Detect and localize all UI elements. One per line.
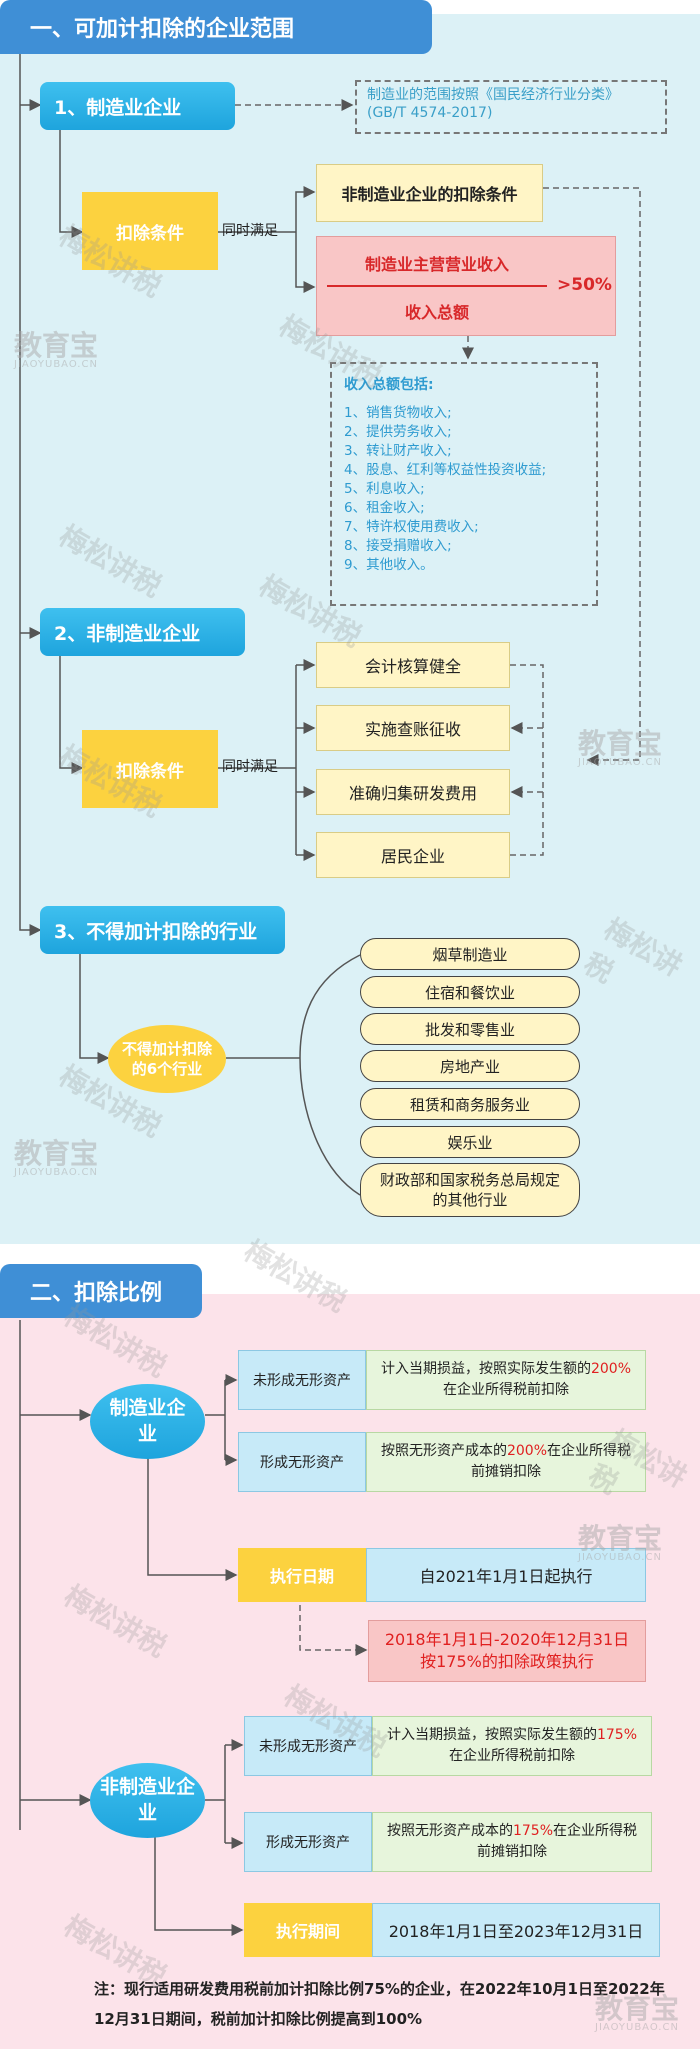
income-item: 3、转让财产收入; [344, 443, 452, 459]
logo-sub: JIAOYUBAO.CN [14, 1167, 98, 1178]
logo-sub: JIAOYUBAO.CN [595, 2022, 679, 2033]
income-item: 6、租金收入; [344, 500, 425, 516]
nonmfg-deduct-condition: 扣除条件 [82, 730, 218, 808]
mfg-intangible-desc-a: 按照无形资产成本的 [380, 1443, 507, 1459]
mfg-scope-note: 制造业的范围按照《国民经济行业分类》(GB/T 4574-2017) [355, 80, 667, 134]
mfg-deduct-condition: 扣除条件 [82, 192, 218, 270]
mfg-no-intangible-text: 计入当期损益，按照实际发生额的200% 在企业所得税前扣除 [377, 1359, 635, 1401]
nonmfg-simul-label: 同时满足 [222, 759, 278, 775]
nonmfg-condition-box: 非制造业企业的扣除条件 [316, 164, 543, 222]
nonmfg-no-intangible-desc-a: 计入当期损益，按照实际发生额的 [386, 1727, 597, 1743]
mfg-exec-date-value: 自2021年1月1日起执行 [366, 1548, 646, 1602]
mfg-scope-text: 制造业的范围按照《国民经济行业分类》(GB/T 4574-2017) [367, 87, 619, 122]
nonmfg-condition-item: 准确归集研发费用 [316, 769, 510, 815]
mfg-simul-label: 同时满足 [222, 223, 278, 239]
logo-sub: JIAOYUBAO.CN [578, 1552, 662, 1563]
excluded-group-label: 不得加计扣除的6个行业 [108, 1025, 226, 1093]
logo-text: 教育宝 [595, 1992, 680, 2025]
logo-text: 教育宝 [14, 1137, 99, 1170]
section1-title: 一、可加计扣除的企业范围 [0, 0, 432, 54]
nonmfg-exec-period-value: 2018年1月1日至2023年12月31日 [372, 1903, 660, 1957]
ratio-denominator: 收入总额 [404, 303, 469, 322]
mfg-intangible-desc-b: 在企业所得税前摊销扣除 [471, 1443, 632, 1480]
mfg-exec-date-label: 执行日期 [238, 1548, 366, 1602]
income-list-box: 收入总额包括: 1、销售货物收入; 2、提供劳务收入; 3、转让财产收入; 4、股息、… [330, 362, 598, 606]
nonmfg-no-intangible: 未形成无形资产 [244, 1716, 372, 1776]
mfg-no-intangible-pct: 200% [590, 1361, 632, 1377]
income-item: 1、销售货物收入; [344, 405, 452, 421]
nonmfg-intangible: 形成无形资产 [244, 1812, 372, 1872]
nonmfg-intangible-desc: 按照无形资产成本的175%在企业所得税前摊销扣除 [372, 1812, 652, 1872]
logo-text: 教育宝 [14, 329, 99, 362]
income-title: 收入总额包括: [344, 377, 434, 393]
excluded-industry-item: 租赁和商务服务业 [360, 1088, 580, 1120]
mfg-no-intangible-desc: 计入当期损益，按照实际发生额的200% 在企业所得税前扣除 [366, 1350, 646, 1410]
nonmfg-no-intangible-text: 计入当期损益，按照实际发生额的175% 在企业所得税前扣除 [383, 1725, 641, 1767]
mfg-no-intangible: 未形成无形资产 [238, 1350, 366, 1410]
mfg-intangible-desc: 按照无形资产成本的200%在企业所得税前摊销扣除 [366, 1432, 646, 1492]
nonmfg-intangible-desc-a: 按照无形资产成本的 [386, 1823, 513, 1839]
ratio-threshold: >50% [557, 275, 612, 295]
mfg-no-intangible-desc-b: 在企业所得税前扣除 [443, 1382, 569, 1398]
nonmfg-condition-item: 实施查账征收 [316, 705, 510, 751]
mfg-ratio-node: 制造业企业 [90, 1384, 205, 1459]
income-item: 9、其他收入。 [344, 557, 434, 573]
logo-text: 教育宝 [578, 727, 663, 760]
footnote: 注：现行适用研发费用税前加计扣除比例75%的企业，在2022年10月1日至202… [94, 1980, 665, 2028]
nonmfg-enterprise-label: 2、非制造业企业 [40, 608, 245, 656]
nonmfg-no-intangible-desc-b: 在企业所得税前扣除 [449, 1748, 575, 1764]
excluded-industry-item: 住宿和餐饮业 [360, 976, 580, 1008]
income-item: 5、利息收入; [344, 481, 425, 497]
mfg-intangible-text: 按照无形资产成本的200%在企业所得税前摊销扣除 [377, 1441, 635, 1483]
mfg-intangible-pct: 200% [506, 1443, 548, 1459]
section2-title: 二、扣除比例 [0, 1264, 202, 1318]
mfg-no-intangible-desc-a: 计入当期损益，按照实际发生额的 [380, 1361, 591, 1377]
income-item: 4、股息、红利等权益性投资收益; [344, 462, 547, 478]
nonmfg-ratio-node: 非制造业企业 [90, 1763, 205, 1838]
excluded-industry-item: 财政部和国家税务总局规定的其他行业 [360, 1163, 580, 1217]
nonmfg-condition-item: 会计核算健全 [316, 642, 510, 688]
excluded-industry-item: 批发和零售业 [360, 1013, 580, 1045]
logo-text: 教育宝 [578, 1522, 663, 1555]
excluded-industry-item: 房地产业 [360, 1050, 580, 1082]
ratio-numerator: 制造业主营营业收入 [364, 255, 509, 274]
excluded-industry-item: 烟草制造业 [360, 938, 580, 970]
logo-sub: JIAOYUBAO.CN [14, 359, 98, 370]
logo-sub: JIAOYUBAO.CN [578, 757, 662, 768]
income-item: 8、接受捐赠收入; [344, 538, 452, 554]
mfg-intangible: 形成无形资产 [238, 1432, 366, 1492]
mfg-prior-period: 2018年1月1日-2020年12月31日 按175%的扣除政策执行 [368, 1620, 646, 1682]
mfg-prior-line1: 2018年1月1日-2020年12月31日 [384, 1629, 630, 1649]
nonmfg-intangible-pct: 175% [512, 1823, 554, 1839]
mfg-enterprise-label: 1、制造业企业 [40, 82, 235, 130]
income-item: 2、提供劳务收入; [344, 424, 452, 440]
nonmfg-condition-item: 居民企业 [316, 832, 510, 878]
nonmfg-no-intangible-pct: 175% [596, 1727, 638, 1743]
nonmfg-exec-period-label: 执行期间 [244, 1903, 372, 1957]
mfg-prior-line2: 按175%的扣除政策执行 [420, 1652, 594, 1671]
nonmfg-no-intangible-desc: 计入当期损益，按照实际发生额的175% 在企业所得税前扣除 [372, 1716, 652, 1776]
excluded-industry-item: 娱乐业 [360, 1126, 580, 1158]
nonmfg-intangible-text: 按照无形资产成本的175%在企业所得税前摊销扣除 [383, 1821, 641, 1863]
nonmfg-intangible-desc-b: 在企业所得税前摊销扣除 [477, 1823, 638, 1860]
income-item: 7、特许权使用费收入; [344, 519, 479, 535]
ratio-divider [327, 285, 547, 287]
excluded-industries-label: 3、不得加计扣除的行业 [40, 906, 285, 954]
mfg-ratio-box: 制造业主营营业收入 >50% 收入总额 [316, 236, 616, 336]
income-items: 1、销售货物收入; 2、提供劳务收入; 3、转让财产收入; 4、股息、红利等权益性投资… [344, 404, 584, 575]
